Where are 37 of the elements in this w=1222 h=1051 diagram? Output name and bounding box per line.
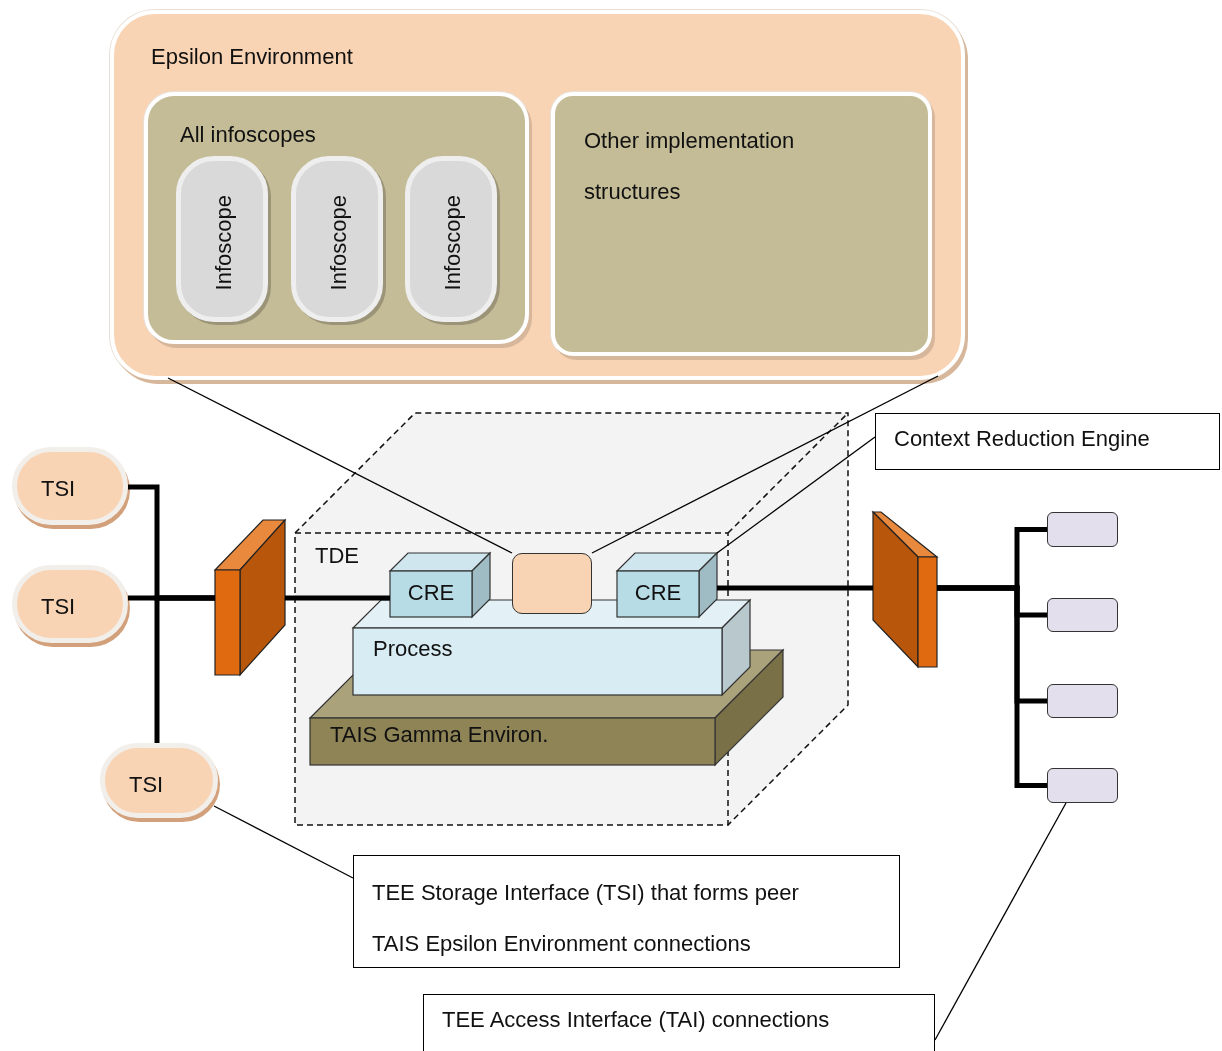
infoscope-pill (176, 156, 268, 322)
node-label: TSI (129, 772, 164, 799)
leader-line (934, 802, 1067, 1041)
node-label: TSI (41, 476, 76, 503)
node-label: Infoscope (211, 195, 237, 291)
node-label: TEE Storage Interface (TSI) that forms peer TAIS Epsilon Environment connections (372, 879, 800, 958)
endpoint-box (1047, 768, 1118, 803)
leader-line (167, 377, 513, 554)
empty-box (512, 553, 592, 614)
callout-box (423, 994, 935, 1051)
endpoint-box (1047, 684, 1118, 718)
connector-line (717, 585, 873, 591)
node-label: TDE (315, 543, 359, 570)
node-label: Infoscope (440, 195, 466, 291)
leader-line (213, 805, 354, 879)
node-label: TAIS Gamma Environ. (330, 722, 549, 749)
callout-box (353, 855, 900, 968)
connector-line (937, 585, 1047, 788)
leader-line (591, 375, 939, 554)
node-label: Process (373, 636, 453, 663)
node-label: Other implementation structures (584, 127, 796, 206)
leader-line (716, 436, 876, 554)
node-label: TEE Access Interface (TAI) connections (442, 1007, 831, 1034)
node-label: CRE (406, 580, 456, 607)
node-label: CRE (633, 580, 683, 607)
node-label: Context Reduction Engine (894, 426, 1151, 453)
connector-line (285, 595, 390, 601)
infoscope-pill (291, 156, 383, 322)
node-label: TSI (41, 594, 76, 621)
node-label: Epsilon Environment (151, 44, 354, 71)
infoscope-pill (405, 156, 497, 322)
node-label: Infoscope (326, 195, 352, 291)
callout-box (875, 413, 1220, 470)
endpoint-box (1047, 598, 1118, 632)
endpoint-box (1047, 512, 1118, 547)
connector-line (154, 595, 215, 743)
node-label: All infoscopes (180, 122, 317, 149)
